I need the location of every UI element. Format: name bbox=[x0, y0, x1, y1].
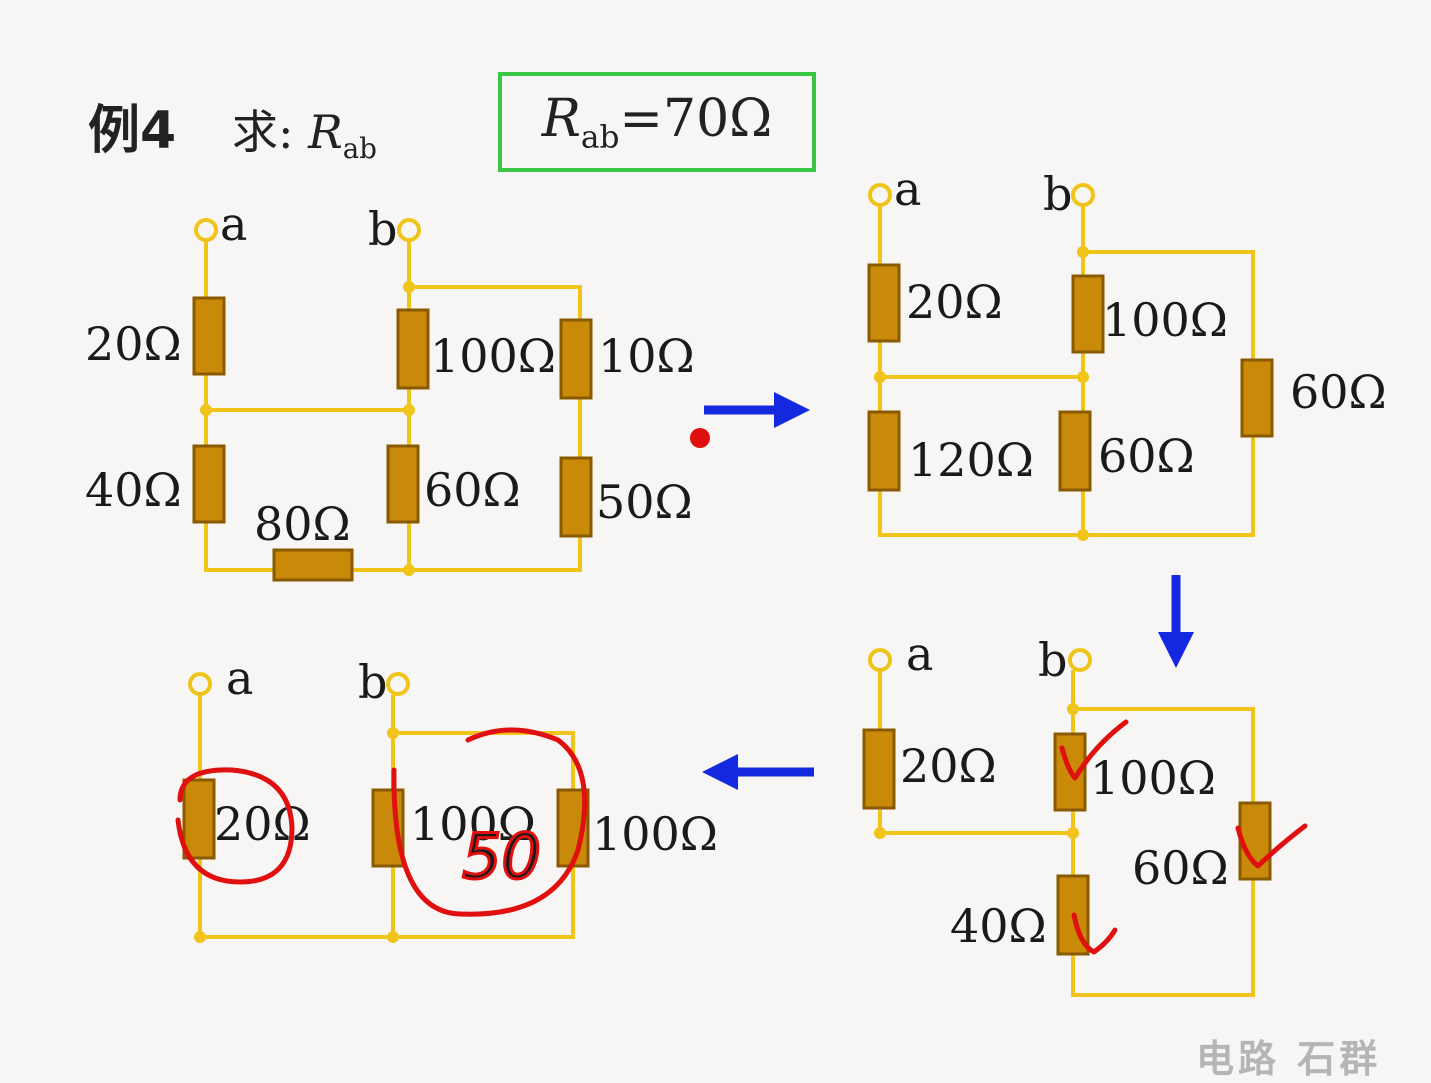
label-60: 60Ω bbox=[1132, 841, 1229, 895]
resistor-60-outer bbox=[1240, 358, 1274, 438]
answer-symbol: R bbox=[541, 88, 581, 149]
resistor-20 bbox=[182, 778, 216, 860]
junction-dots bbox=[194, 727, 399, 943]
resistor-100 bbox=[1071, 274, 1105, 354]
handwritten-50: 50 bbox=[462, 820, 541, 893]
resistor-120 bbox=[867, 410, 901, 492]
example-title: 例4 bbox=[88, 101, 177, 161]
resistor-50 bbox=[559, 456, 593, 538]
label-b: b bbox=[358, 655, 387, 709]
flow-arrows bbox=[702, 392, 1194, 790]
question-prefix: 求: bbox=[232, 105, 294, 159]
circle-20 bbox=[175, 767, 295, 885]
label-100: 100Ω bbox=[1102, 293, 1228, 347]
label-60-outer: 60Ω bbox=[1290, 365, 1387, 419]
terminal-b[interactable] bbox=[397, 218, 421, 242]
labels-circuit-4: a b 20Ω 100Ω 100Ω bbox=[214, 651, 718, 861]
resistor-100 bbox=[396, 308, 430, 390]
label-120: 120Ω bbox=[908, 433, 1034, 487]
label-20: 20Ω bbox=[85, 317, 182, 371]
resistor-40 bbox=[192, 444, 226, 524]
label-a: a bbox=[220, 197, 247, 251]
check-mark-60 bbox=[1235, 823, 1308, 869]
resistor-20 bbox=[192, 296, 226, 376]
label-40: 40Ω bbox=[85, 463, 182, 517]
label-100: 100Ω bbox=[430, 329, 556, 383]
terminal-a[interactable] bbox=[868, 648, 892, 672]
labels-circuit-3: a b 20Ω 100Ω 60Ω 40Ω bbox=[900, 627, 1229, 953]
resistor-20 bbox=[862, 728, 896, 810]
junction-dots bbox=[200, 281, 415, 576]
answer-value: =70Ω bbox=[619, 88, 773, 149]
junction-dots bbox=[874, 246, 1089, 541]
label-50: 50Ω bbox=[596, 475, 693, 529]
label-b: b bbox=[1043, 167, 1072, 221]
resistor-60 bbox=[1238, 801, 1272, 881]
answer-box: Rab=70Ω bbox=[498, 72, 816, 172]
label-60: 60Ω bbox=[424, 463, 521, 517]
label-20: 20Ω bbox=[900, 739, 997, 793]
label-b: b bbox=[1038, 633, 1067, 687]
terminal-b[interactable] bbox=[1068, 648, 1092, 672]
answer: Rab=70Ω bbox=[542, 89, 773, 155]
terminal-a[interactable] bbox=[188, 672, 212, 696]
label-a: a bbox=[894, 162, 921, 216]
check-marks bbox=[1059, 719, 1308, 955]
resistors bbox=[867, 263, 1274, 492]
terminal-a[interactable] bbox=[194, 218, 218, 242]
label-b: b bbox=[368, 202, 397, 256]
pointer-dot bbox=[690, 428, 710, 448]
resistors bbox=[192, 296, 593, 582]
watermark: 电路 石群 bbox=[1196, 1036, 1382, 1081]
label-40: 40Ω bbox=[950, 899, 1047, 953]
resistor-20 bbox=[867, 263, 901, 343]
label-a: a bbox=[906, 627, 933, 681]
terminal-a[interactable] bbox=[868, 183, 892, 207]
resistor-60 bbox=[386, 444, 420, 524]
answer-subscript: ab bbox=[580, 119, 620, 156]
label-a: a bbox=[226, 651, 253, 705]
label-100-left: 100Ω bbox=[410, 797, 536, 851]
question-subscript: ab bbox=[342, 132, 377, 166]
label-80: 80Ω bbox=[254, 497, 351, 551]
label-10: 10Ω bbox=[598, 329, 695, 383]
check-mark-100 bbox=[1059, 719, 1129, 781]
label-20: 20Ω bbox=[214, 797, 311, 851]
question: 求: Rab bbox=[232, 96, 377, 165]
ink-annotations: 50 bbox=[175, 727, 588, 917]
junction-dots bbox=[874, 703, 1079, 839]
label-20: 20Ω bbox=[906, 275, 1003, 329]
label-100-right: 100Ω bbox=[592, 807, 718, 861]
resistor-60-inner bbox=[1058, 410, 1092, 492]
terminals bbox=[868, 183, 1095, 207]
terminals bbox=[868, 648, 1092, 672]
labels-circuit-2: a b 20Ω 120Ω 100Ω 60Ω 60Ω bbox=[894, 162, 1387, 487]
label-100: 100Ω bbox=[1090, 751, 1216, 805]
resistor-10 bbox=[559, 318, 593, 400]
terminals bbox=[194, 218, 421, 242]
terminal-b[interactable] bbox=[386, 672, 410, 696]
circle-parallel-pair bbox=[391, 727, 588, 917]
terminal-b[interactable] bbox=[1071, 183, 1095, 207]
check-mark-40 bbox=[1071, 912, 1118, 955]
terminals bbox=[188, 672, 410, 696]
label-60-inner: 60Ω bbox=[1098, 429, 1195, 483]
resistor-80 bbox=[272, 548, 354, 582]
labels-circuit-1: a b 20Ω 40Ω 80Ω 100Ω 60Ω 10Ω 50Ω bbox=[85, 197, 695, 551]
question-symbol: R bbox=[308, 105, 343, 159]
